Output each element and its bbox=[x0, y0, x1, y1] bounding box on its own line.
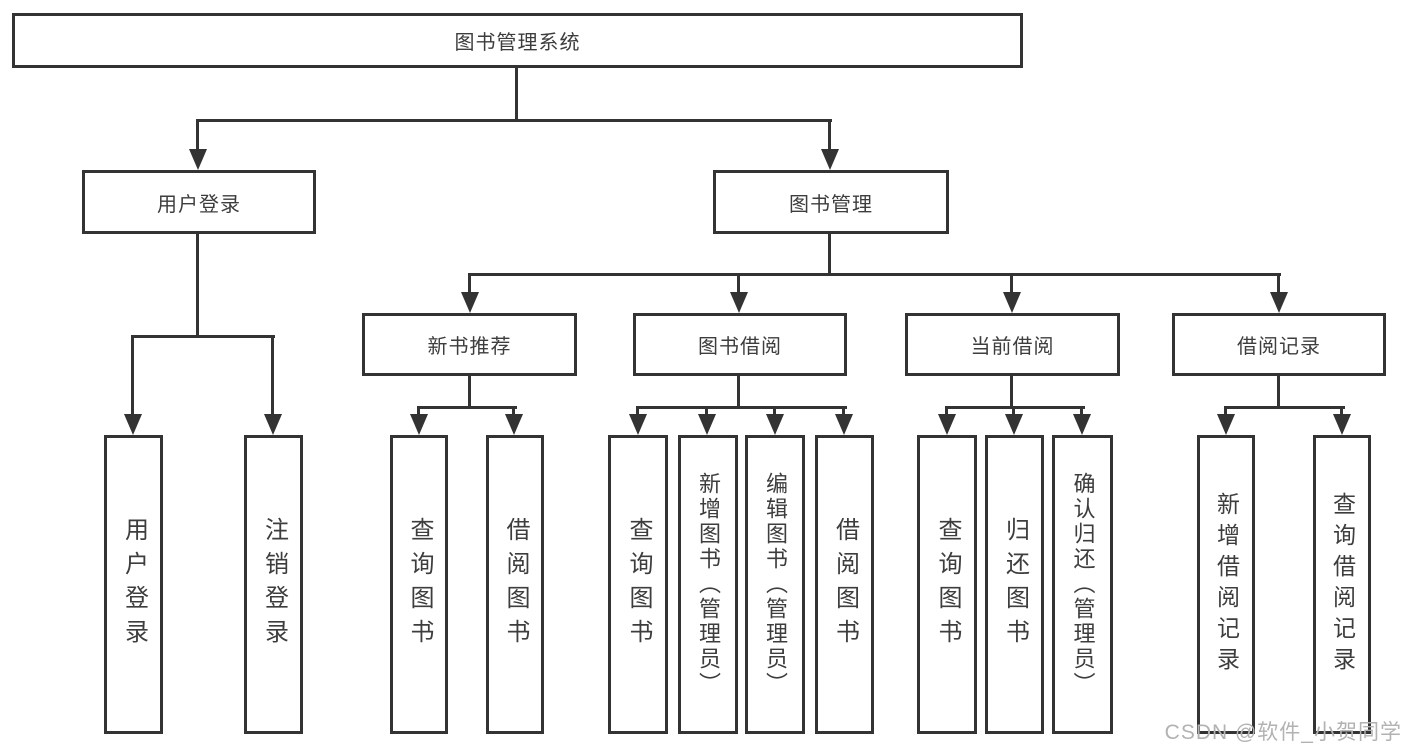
leaf-borrowing-borrow-books-label: 借阅图书 bbox=[831, 516, 859, 653]
connector-line-horizontal bbox=[1224, 406, 1345, 409]
connector-line-horizontal bbox=[131, 335, 275, 338]
connector-line-vertical bbox=[515, 68, 518, 122]
leaf-return-books-label: 归还图书 bbox=[1001, 516, 1029, 653]
connector-line-vertical bbox=[1012, 406, 1015, 416]
connector-line-vertical bbox=[1224, 406, 1227, 416]
connector-line-vertical bbox=[196, 234, 199, 338]
leaf-user-login-label: 用户登录 bbox=[120, 516, 148, 653]
arrow-down-icon bbox=[1005, 414, 1023, 435]
leaf-current-query-books-label: 查询图书 bbox=[934, 516, 961, 653]
connector-line-vertical bbox=[636, 406, 639, 416]
node-book-management: 图书管理 bbox=[713, 170, 949, 234]
node-borrowing-records-label: 借阅记录 bbox=[1237, 336, 1321, 358]
arrow-down-icon bbox=[821, 149, 839, 170]
node-borrowing-records: 借阅记录 bbox=[1172, 313, 1386, 376]
connector-line-horizontal bbox=[417, 406, 517, 409]
leaf-current-query-books: 查询图书 bbox=[917, 435, 977, 734]
leaf-logout-login-label: 注销登录 bbox=[260, 516, 288, 653]
node-user-login-label: 用户登录 bbox=[157, 193, 241, 216]
arrow-down-icon bbox=[505, 414, 523, 435]
leaf-recommend-borrow-books: 借阅图书 bbox=[486, 435, 544, 734]
leaf-borrowing-query-books: 查询图书 bbox=[608, 435, 668, 734]
node-book-borrowing: 图书借阅 bbox=[633, 313, 847, 376]
connector-line-horizontal bbox=[636, 406, 847, 409]
node-root: 图书管理系统 bbox=[12, 13, 1023, 68]
connector-line-vertical bbox=[131, 335, 134, 416]
leaf-query-borrow-record: 查询借阅记录 bbox=[1313, 435, 1371, 734]
watermark: CSDN @软件_小贺同学 bbox=[1164, 721, 1402, 744]
arrow-down-icon bbox=[730, 292, 748, 313]
leaf-add-borrow-record-label: 新增借阅记录 bbox=[1213, 491, 1240, 678]
connector-line-vertical bbox=[705, 406, 708, 416]
leaf-recommend-query-books-label: 查询图书 bbox=[406, 516, 433, 653]
connector-line-vertical bbox=[828, 120, 831, 151]
connector-line-vertical bbox=[1010, 273, 1013, 294]
connector-line-vertical bbox=[1340, 406, 1343, 416]
arrow-down-icon bbox=[698, 414, 716, 435]
node-root-label: 图书管理系统 bbox=[454, 32, 581, 54]
connector-line-horizontal bbox=[945, 406, 1085, 409]
leaf-return-books: 归还图书 bbox=[985, 435, 1044, 734]
connector-line-vertical bbox=[737, 376, 740, 409]
node-new-book-recommend: 新书推荐 bbox=[362, 313, 577, 376]
connector-line-vertical bbox=[468, 273, 471, 294]
node-current-borrowing-label: 当前借阅 bbox=[970, 336, 1055, 358]
connector-line-vertical bbox=[196, 120, 199, 151]
arrow-down-icon bbox=[410, 414, 428, 435]
connector-line-vertical bbox=[1277, 376, 1280, 409]
leaf-recommend-query-books: 查询图书 bbox=[390, 435, 448, 734]
connector-line-horizontal bbox=[196, 119, 832, 122]
connector-line-vertical bbox=[1080, 406, 1083, 416]
connector-line-vertical bbox=[945, 406, 948, 416]
arrow-down-icon bbox=[835, 414, 853, 435]
node-current-borrowing: 当前借阅 bbox=[905, 313, 1120, 376]
leaf-confirm-return-admin-label: 确认归还（管理员） bbox=[1070, 472, 1096, 697]
arrow-down-icon bbox=[461, 292, 479, 313]
node-user-login: 用户登录 bbox=[82, 170, 316, 234]
connector-line-vertical bbox=[468, 376, 471, 409]
arrow-down-icon bbox=[1073, 414, 1091, 435]
leaf-user-login: 用户登录 bbox=[104, 435, 163, 734]
connector-line-vertical bbox=[773, 406, 776, 416]
leaf-query-borrow-record-label: 查询借阅记录 bbox=[1329, 491, 1356, 678]
connector-line-vertical bbox=[1010, 376, 1013, 409]
arrow-down-icon bbox=[124, 414, 142, 435]
arrow-down-icon bbox=[264, 414, 282, 435]
leaf-add-books-admin-label: 新增图书（管理员） bbox=[696, 472, 721, 697]
leaf-edit-books-admin: 编辑图书（管理员） bbox=[745, 435, 805, 734]
leaf-borrowing-borrow-books: 借阅图书 bbox=[815, 435, 874, 734]
leaf-recommend-borrow-books-label: 借阅图书 bbox=[502, 516, 529, 653]
arrow-down-icon bbox=[1217, 414, 1235, 435]
leaf-borrowing-query-books-label: 查询图书 bbox=[625, 516, 652, 653]
arrow-down-icon bbox=[629, 414, 647, 435]
connector-line-vertical bbox=[512, 406, 515, 416]
node-new-book-recommend-label: 新书推荐 bbox=[427, 336, 512, 358]
arrow-down-icon bbox=[1333, 414, 1351, 435]
leaf-edit-books-admin-label: 编辑图书（管理员） bbox=[763, 472, 788, 697]
node-book-borrowing-label: 图书借阅 bbox=[698, 336, 782, 358]
leaf-confirm-return-admin: 确认归还（管理员） bbox=[1052, 435, 1113, 734]
arrow-down-icon bbox=[1270, 292, 1288, 313]
leaf-add-borrow-record: 新增借阅记录 bbox=[1197, 435, 1255, 734]
connector-line-vertical bbox=[737, 273, 740, 294]
connector-line-vertical bbox=[271, 335, 274, 416]
connector-line-vertical bbox=[842, 406, 845, 416]
leaf-add-books-admin: 新增图书（管理员） bbox=[678, 435, 738, 734]
leaf-logout-login: 注销登录 bbox=[244, 435, 303, 734]
arrow-down-icon bbox=[189, 149, 207, 170]
connector-line-vertical bbox=[828, 234, 831, 276]
node-book-management-label: 图书管理 bbox=[789, 193, 873, 216]
arrow-down-icon bbox=[1003, 292, 1021, 313]
connector-line-vertical bbox=[417, 406, 420, 416]
connector-line-vertical bbox=[1277, 273, 1280, 294]
arrow-down-icon bbox=[938, 414, 956, 435]
arrow-down-icon bbox=[766, 414, 784, 435]
connector-line-horizontal bbox=[468, 273, 1281, 276]
